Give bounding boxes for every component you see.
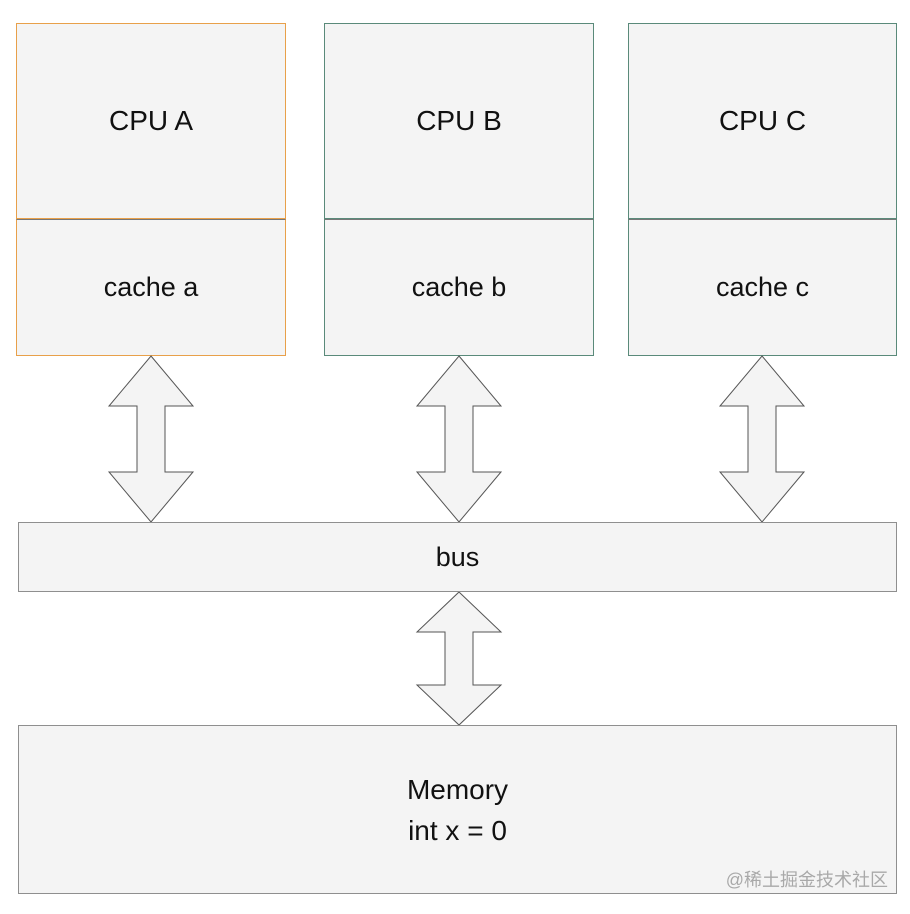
arrow-cache-c-bus	[718, 355, 806, 523]
watermark-text: @稀土掘金技术社区	[725, 870, 888, 890]
cache-b-box: cache b	[324, 219, 594, 356]
memory-box: Memory int x = 0	[18, 725, 897, 894]
cpu-b-box: CPU B	[324, 23, 594, 219]
memory-title: Memory	[406, 773, 509, 805]
cache-a-box: cache a	[16, 219, 286, 356]
cpu-a-block: CPU A cache a	[16, 23, 286, 356]
arrow-cache-b-bus	[415, 355, 503, 523]
arrow-bus-memory	[415, 591, 503, 726]
bus-box: bus	[18, 522, 897, 592]
cache-c-box: cache c	[628, 219, 897, 356]
bus-label: bus	[435, 541, 480, 572]
cpu-b-block: CPU B cache b	[324, 23, 594, 356]
arrow-cache-a-bus	[107, 355, 195, 523]
cpu-c-block: CPU C cache c	[628, 23, 897, 356]
memory-value: int x = 0	[408, 814, 507, 846]
cpu-c-box: CPU C	[628, 23, 897, 219]
cpu-a-box: CPU A	[16, 23, 286, 219]
